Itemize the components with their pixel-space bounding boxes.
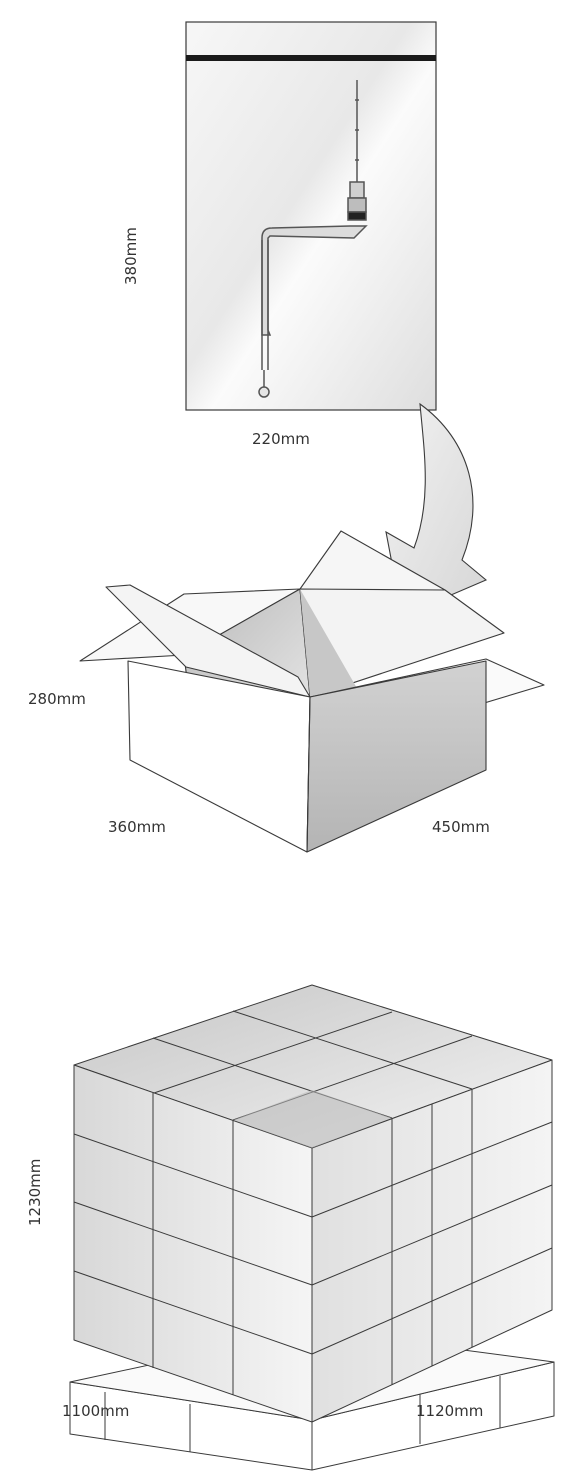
- pallet-depth-label: 1120mm: [416, 1402, 483, 1420]
- carton-interior-right: [299, 588, 505, 698]
- bag-top-bar: [186, 55, 436, 61]
- pallet-width-label: 1100mm: [62, 1402, 129, 1420]
- carton-left-flap: [105, 584, 311, 698]
- pallet-stack: [69, 984, 555, 1471]
- open-carton: [79, 530, 545, 853]
- bag-body: [185, 21, 437, 411]
- carton-height-label: 280mm: [28, 690, 86, 708]
- carton-depth-label: 450mm: [432, 818, 490, 836]
- faucet-icon: [258, 80, 368, 398]
- bag-width-label: 220mm: [252, 430, 310, 448]
- bag-illustration: 380mm 220mm: [122, 21, 437, 448]
- pallet-height-label: 1230mm: [26, 1159, 44, 1226]
- bag-height-label: 380mm: [122, 227, 140, 285]
- carton-width-label: 360mm: [108, 818, 166, 836]
